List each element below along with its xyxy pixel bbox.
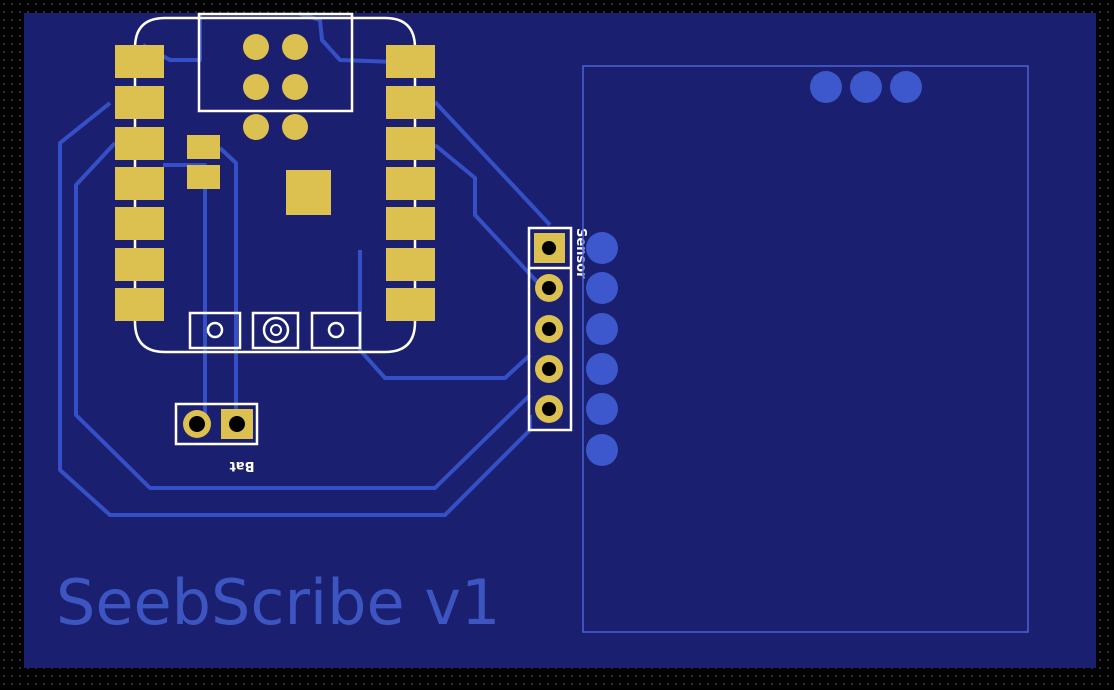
- smd-pad: [115, 248, 164, 281]
- circle-pad-icon: [542, 322, 556, 336]
- circle-pad-icon: [542, 402, 556, 416]
- trace-inner-left: [74, 141, 532, 490]
- smd-pad: [115, 127, 164, 160]
- usb-pads: [243, 34, 308, 140]
- circle-pad-icon: [229, 416, 245, 432]
- left-pad-column: [115, 45, 164, 321]
- smd-pad: [386, 207, 435, 240]
- rect-pad-icon: [286, 170, 331, 215]
- circle-pad-icon: [206, 321, 224, 339]
- ground-pad: [890, 71, 922, 103]
- ground-pad: [586, 393, 618, 425]
- smd-pad: [115, 207, 164, 240]
- circle-pad-icon: [542, 362, 556, 376]
- circle-pad-icon: [282, 74, 308, 100]
- sensor-outline: [527, 226, 573, 432]
- pin-outline: [188, 311, 242, 350]
- ground-pad: [586, 434, 618, 466]
- ground-pad: [586, 232, 618, 264]
- smd-pad: [115, 86, 164, 119]
- circle-pad-icon: [189, 416, 205, 432]
- circle-pad-icon: [282, 114, 308, 140]
- rect-pad-icon: [187, 135, 220, 159]
- smd-pad: [115, 45, 164, 78]
- circle-pad-icon: [282, 34, 308, 60]
- trace-center-right: [218, 146, 238, 418]
- smd-pad: [386, 45, 435, 78]
- pin-outline: [310, 311, 362, 350]
- display-outline: [582, 65, 1029, 633]
- smd-pad: [386, 248, 435, 281]
- display-module: [582, 65, 1029, 633]
- ground-pad: [586, 313, 618, 345]
- battery-outline: [174, 402, 259, 446]
- circle-pad-icon: [262, 316, 290, 344]
- ground-pad: [850, 71, 882, 103]
- ground-pad: [586, 272, 618, 304]
- sensor-header: Sensor: [527, 226, 588, 432]
- circle-pad-icon: [243, 34, 269, 60]
- smd-pad: [386, 288, 435, 321]
- bottom-pin-row: [188, 311, 362, 350]
- battery-connector: Bat: [174, 402, 259, 473]
- smd-pad: [115, 167, 164, 200]
- ground-pad: [586, 353, 618, 385]
- trace-top-right-a: [433, 100, 552, 227]
- smd-pad: [386, 167, 435, 200]
- usb-connector-outline: [197, 12, 354, 113]
- trace-top-right-b: [433, 143, 542, 287]
- pcb-board: [24, 13, 1096, 668]
- board-title: SeebScribe v1: [56, 566, 501, 639]
- circle-pad-icon: [243, 74, 269, 100]
- sensor-label: Sensor: [573, 228, 588, 279]
- circle-pad-icon: [542, 241, 556, 255]
- ground-pad: [810, 71, 842, 103]
- smd-pad: [115, 288, 164, 321]
- pin-outline: [251, 311, 300, 350]
- smd-pad: [386, 86, 435, 119]
- circle-pad-icon: [270, 324, 282, 336]
- rect-pad-icon: [187, 165, 220, 189]
- mcu-module: [115, 12, 435, 354]
- smd-pad: [386, 127, 435, 160]
- circle-pad-icon: [542, 281, 556, 295]
- battery-label: Bat: [230, 458, 255, 473]
- module-outline: [133, 16, 417, 354]
- circle-pad-icon: [243, 114, 269, 140]
- circle-pad-icon: [327, 321, 345, 339]
- right-pad-column: [386, 45, 435, 321]
